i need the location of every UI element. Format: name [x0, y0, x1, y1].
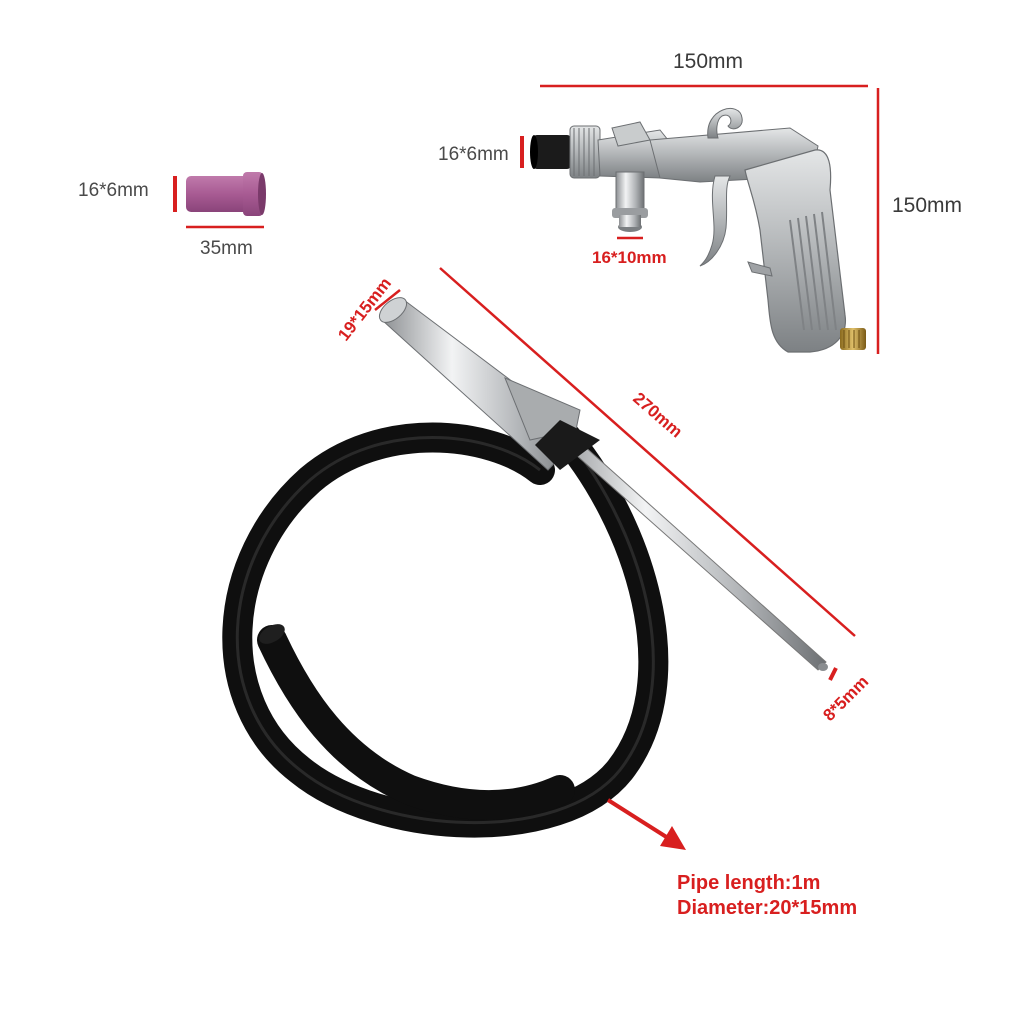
- pickup-tube: [378, 297, 828, 671]
- gun-inlet-label: 16*10mm: [592, 248, 667, 267]
- gun-nozzle-label: 16*6mm: [438, 144, 509, 165]
- sandblast-gun: [530, 108, 866, 353]
- pickup-tube-tip-label: 8*5mm: [819, 672, 872, 725]
- suction-hose: [222, 415, 669, 838]
- pickup-tube-tip-tick: [828, 667, 838, 681]
- gun-width-label: 150mm: [673, 50, 743, 73]
- arrow-icon: [606, 798, 686, 850]
- pickup-tube-length-label: 270mm: [629, 389, 686, 442]
- pickup-tube-top-line: [374, 289, 401, 311]
- ceramic-nozzle-length-label: 35mm: [200, 238, 253, 259]
- pickup-tube-length-line: [439, 267, 856, 637]
- diameter-note: Diameter:20*15mm: [677, 897, 857, 919]
- gun-height-label: 150mm: [892, 194, 962, 217]
- pipe-length-note: Pipe length:1m: [677, 872, 820, 894]
- ceramic-nozzle-diameter-label: 16*6mm: [78, 180, 149, 201]
- ceramic-nozzle: [186, 172, 266, 216]
